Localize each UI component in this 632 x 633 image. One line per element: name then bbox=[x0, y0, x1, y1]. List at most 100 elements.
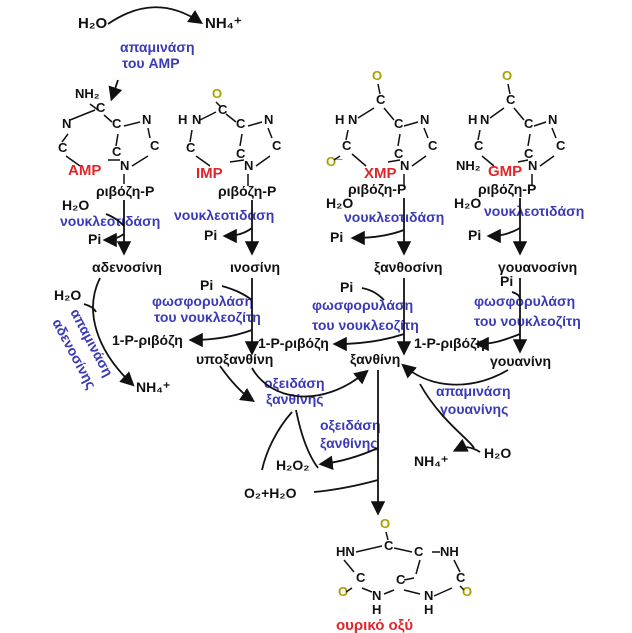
h2o-adenosine: H₂O bbox=[54, 287, 81, 303]
svg-text:N: N bbox=[192, 112, 201, 127]
svg-text:H: H bbox=[335, 112, 344, 127]
svg-text:C: C bbox=[524, 116, 534, 131]
xanthine-oxidase-1-2: ξανθίνης bbox=[266, 391, 324, 407]
phosphorylase-right-2: του νουκλεοζίτη bbox=[474, 313, 581, 329]
svg-text:N: N bbox=[420, 112, 429, 127]
svg-text:C: C bbox=[524, 146, 534, 161]
svg-text:C: C bbox=[58, 140, 68, 155]
o2-h2o: O₂+H₂O bbox=[244, 485, 297, 501]
amp-structure: NH₂ C N C N C C C N AMP ριβόζη-P bbox=[58, 86, 160, 199]
pi-gmp: Pi bbox=[468, 227, 481, 243]
svg-text:O: O bbox=[380, 516, 390, 531]
pi-xmp: Pi bbox=[330, 229, 343, 245]
svg-text:O⁻: O⁻ bbox=[326, 154, 343, 169]
svg-text:C: C bbox=[396, 572, 406, 587]
xanthine: ξανθίνη bbox=[350, 351, 400, 367]
amp-ribose: ριβόζη-P bbox=[96, 183, 154, 199]
xanthine-oxidase-step-1: οξειδάση ξανθίνης bbox=[251, 367, 369, 471]
inosine: ινοσίνη bbox=[230, 259, 280, 275]
svg-text:C: C bbox=[272, 138, 282, 153]
svg-text:HN: HN bbox=[336, 544, 355, 559]
svg-text:H: H bbox=[424, 602, 433, 617]
svg-text:NH₂: NH₂ bbox=[75, 86, 100, 101]
svg-text:C: C bbox=[414, 544, 424, 559]
svg-text:C: C bbox=[394, 146, 404, 161]
xanthine-oxidase-2-1: οξειδάση bbox=[320, 417, 381, 433]
phosphorylase-left-2: του νουκλεοζίτη bbox=[154, 309, 261, 325]
gmp-structure: O H N C C N C C C N NH₂ GMP ριβόζη-P bbox=[456, 68, 566, 197]
nucleotidase-row: H₂O νουκλεοτιδάση Pi αδενοσίνη νουκλεοτι… bbox=[60, 195, 584, 275]
pi-left: Pi bbox=[200, 277, 213, 293]
svg-text:C: C bbox=[96, 100, 106, 115]
pi-mid: Pi bbox=[340, 279, 353, 295]
svg-text:C: C bbox=[112, 144, 122, 159]
uric-acid-structure: O HN C C NH C C C O O N H N H ουρικό οξύ bbox=[336, 516, 472, 633]
svg-text:N: N bbox=[480, 112, 489, 127]
imp-structure: O H N C C N C C C N IMP ριβόζη-P bbox=[178, 86, 282, 199]
svg-text:NH: NH bbox=[440, 544, 459, 559]
phosphorylase-mid-2: του νουκλεοζίτη bbox=[312, 317, 419, 333]
xanthine-oxidase-1-1: οξειδάση bbox=[264, 375, 325, 391]
amp-deaminase-label-2: του AMP bbox=[122, 55, 180, 71]
top-h2o: H₂O bbox=[78, 15, 107, 32]
svg-text:NH₂: NH₂ bbox=[456, 158, 481, 173]
pi-right: Pi bbox=[500, 273, 513, 289]
top-arrow bbox=[107, 6, 203, 25]
xanthine-oxidase-2-2: ξανθίνης bbox=[320, 435, 378, 451]
svg-text:C: C bbox=[186, 140, 196, 155]
ribose-1p-mid: 1-P-ριβόζη bbox=[258, 335, 329, 351]
svg-text:N: N bbox=[264, 112, 273, 127]
phosphorylase-row: Pi φωσφορυλάση του νουκλεοζίτη 1-P-ριβόζ… bbox=[112, 273, 581, 369]
svg-text:O: O bbox=[372, 68, 382, 83]
gmp-ribose: ριβόζη-P bbox=[478, 181, 536, 197]
svg-text:C: C bbox=[342, 138, 352, 153]
svg-text:N: N bbox=[244, 158, 253, 173]
nucleotidase-xmp: νουκλεοτιδάση bbox=[344, 209, 444, 225]
h2o-gmp: H₂O bbox=[454, 195, 481, 211]
guanosine: γουανοσίνη bbox=[498, 259, 577, 275]
h2o2: H₂O₂ bbox=[276, 457, 309, 473]
imp-ribose: ριβόζη-P bbox=[218, 183, 276, 199]
svg-text:N: N bbox=[142, 112, 151, 127]
h2o-guanine: H₂O bbox=[484, 445, 511, 461]
svg-text:C: C bbox=[236, 116, 246, 131]
svg-text:H: H bbox=[468, 112, 477, 127]
nucleotidase-amp: νουκλεοτιδάση bbox=[60, 213, 160, 229]
pi-amp: Pi bbox=[88, 231, 101, 247]
svg-text:N: N bbox=[62, 116, 71, 131]
xmp-ribose: ριβόζη-P bbox=[348, 181, 406, 197]
guanine-deaminase-2: γουανίνης bbox=[440, 401, 508, 417]
svg-text:C: C bbox=[506, 92, 516, 107]
top-nh4: NH₄⁺ bbox=[205, 15, 242, 32]
h2o-xmp: H₂O bbox=[326, 195, 353, 211]
nucleotidase-imp: νουκλεοτιδάση bbox=[174, 207, 274, 223]
svg-text:C: C bbox=[376, 92, 386, 107]
uric-acid-label: ουρικό οξύ bbox=[336, 617, 413, 633]
phosphorylase-mid-1: φωσφορυλάση bbox=[312, 297, 413, 313]
amp-deaminase-step: H₂O NH₄⁺ απαμινάση του AMP bbox=[78, 6, 242, 102]
svg-text:O: O bbox=[502, 68, 512, 83]
phosphorylase-right-1: φωσφορυλάση bbox=[474, 293, 575, 309]
svg-text:H: H bbox=[178, 112, 187, 127]
svg-text:C: C bbox=[474, 138, 484, 153]
svg-text:C: C bbox=[556, 138, 566, 153]
adenosine: αδενοσίνη bbox=[92, 259, 162, 275]
svg-text:C: C bbox=[356, 570, 366, 585]
svg-text:C: C bbox=[456, 570, 466, 585]
xanthosine: ξανθοσίνη bbox=[374, 259, 442, 275]
svg-text:N: N bbox=[400, 158, 409, 173]
svg-text:C: C bbox=[394, 116, 404, 131]
hypoxanthine: υποξανθίνη bbox=[196, 351, 273, 367]
svg-text:C: C bbox=[218, 102, 228, 117]
nh4-guanine: NH₄⁺ bbox=[414, 453, 448, 469]
imp-label: IMP bbox=[196, 165, 223, 182]
svg-text:O: O bbox=[338, 584, 348, 599]
phosphorylase-left-1: φωσφορυλάση bbox=[152, 293, 253, 309]
guanine-deaminase-step: απαμινάση γουανίνης NH₄⁺ H₂O bbox=[401, 363, 511, 469]
svg-text:H: H bbox=[372, 602, 381, 617]
amp-label: AMP bbox=[68, 162, 101, 179]
guanine-deaminase-1: απαμινάση bbox=[436, 383, 511, 399]
amp-deaminase-label-1: απαμινάση bbox=[120, 39, 195, 55]
svg-text:O: O bbox=[212, 86, 222, 101]
